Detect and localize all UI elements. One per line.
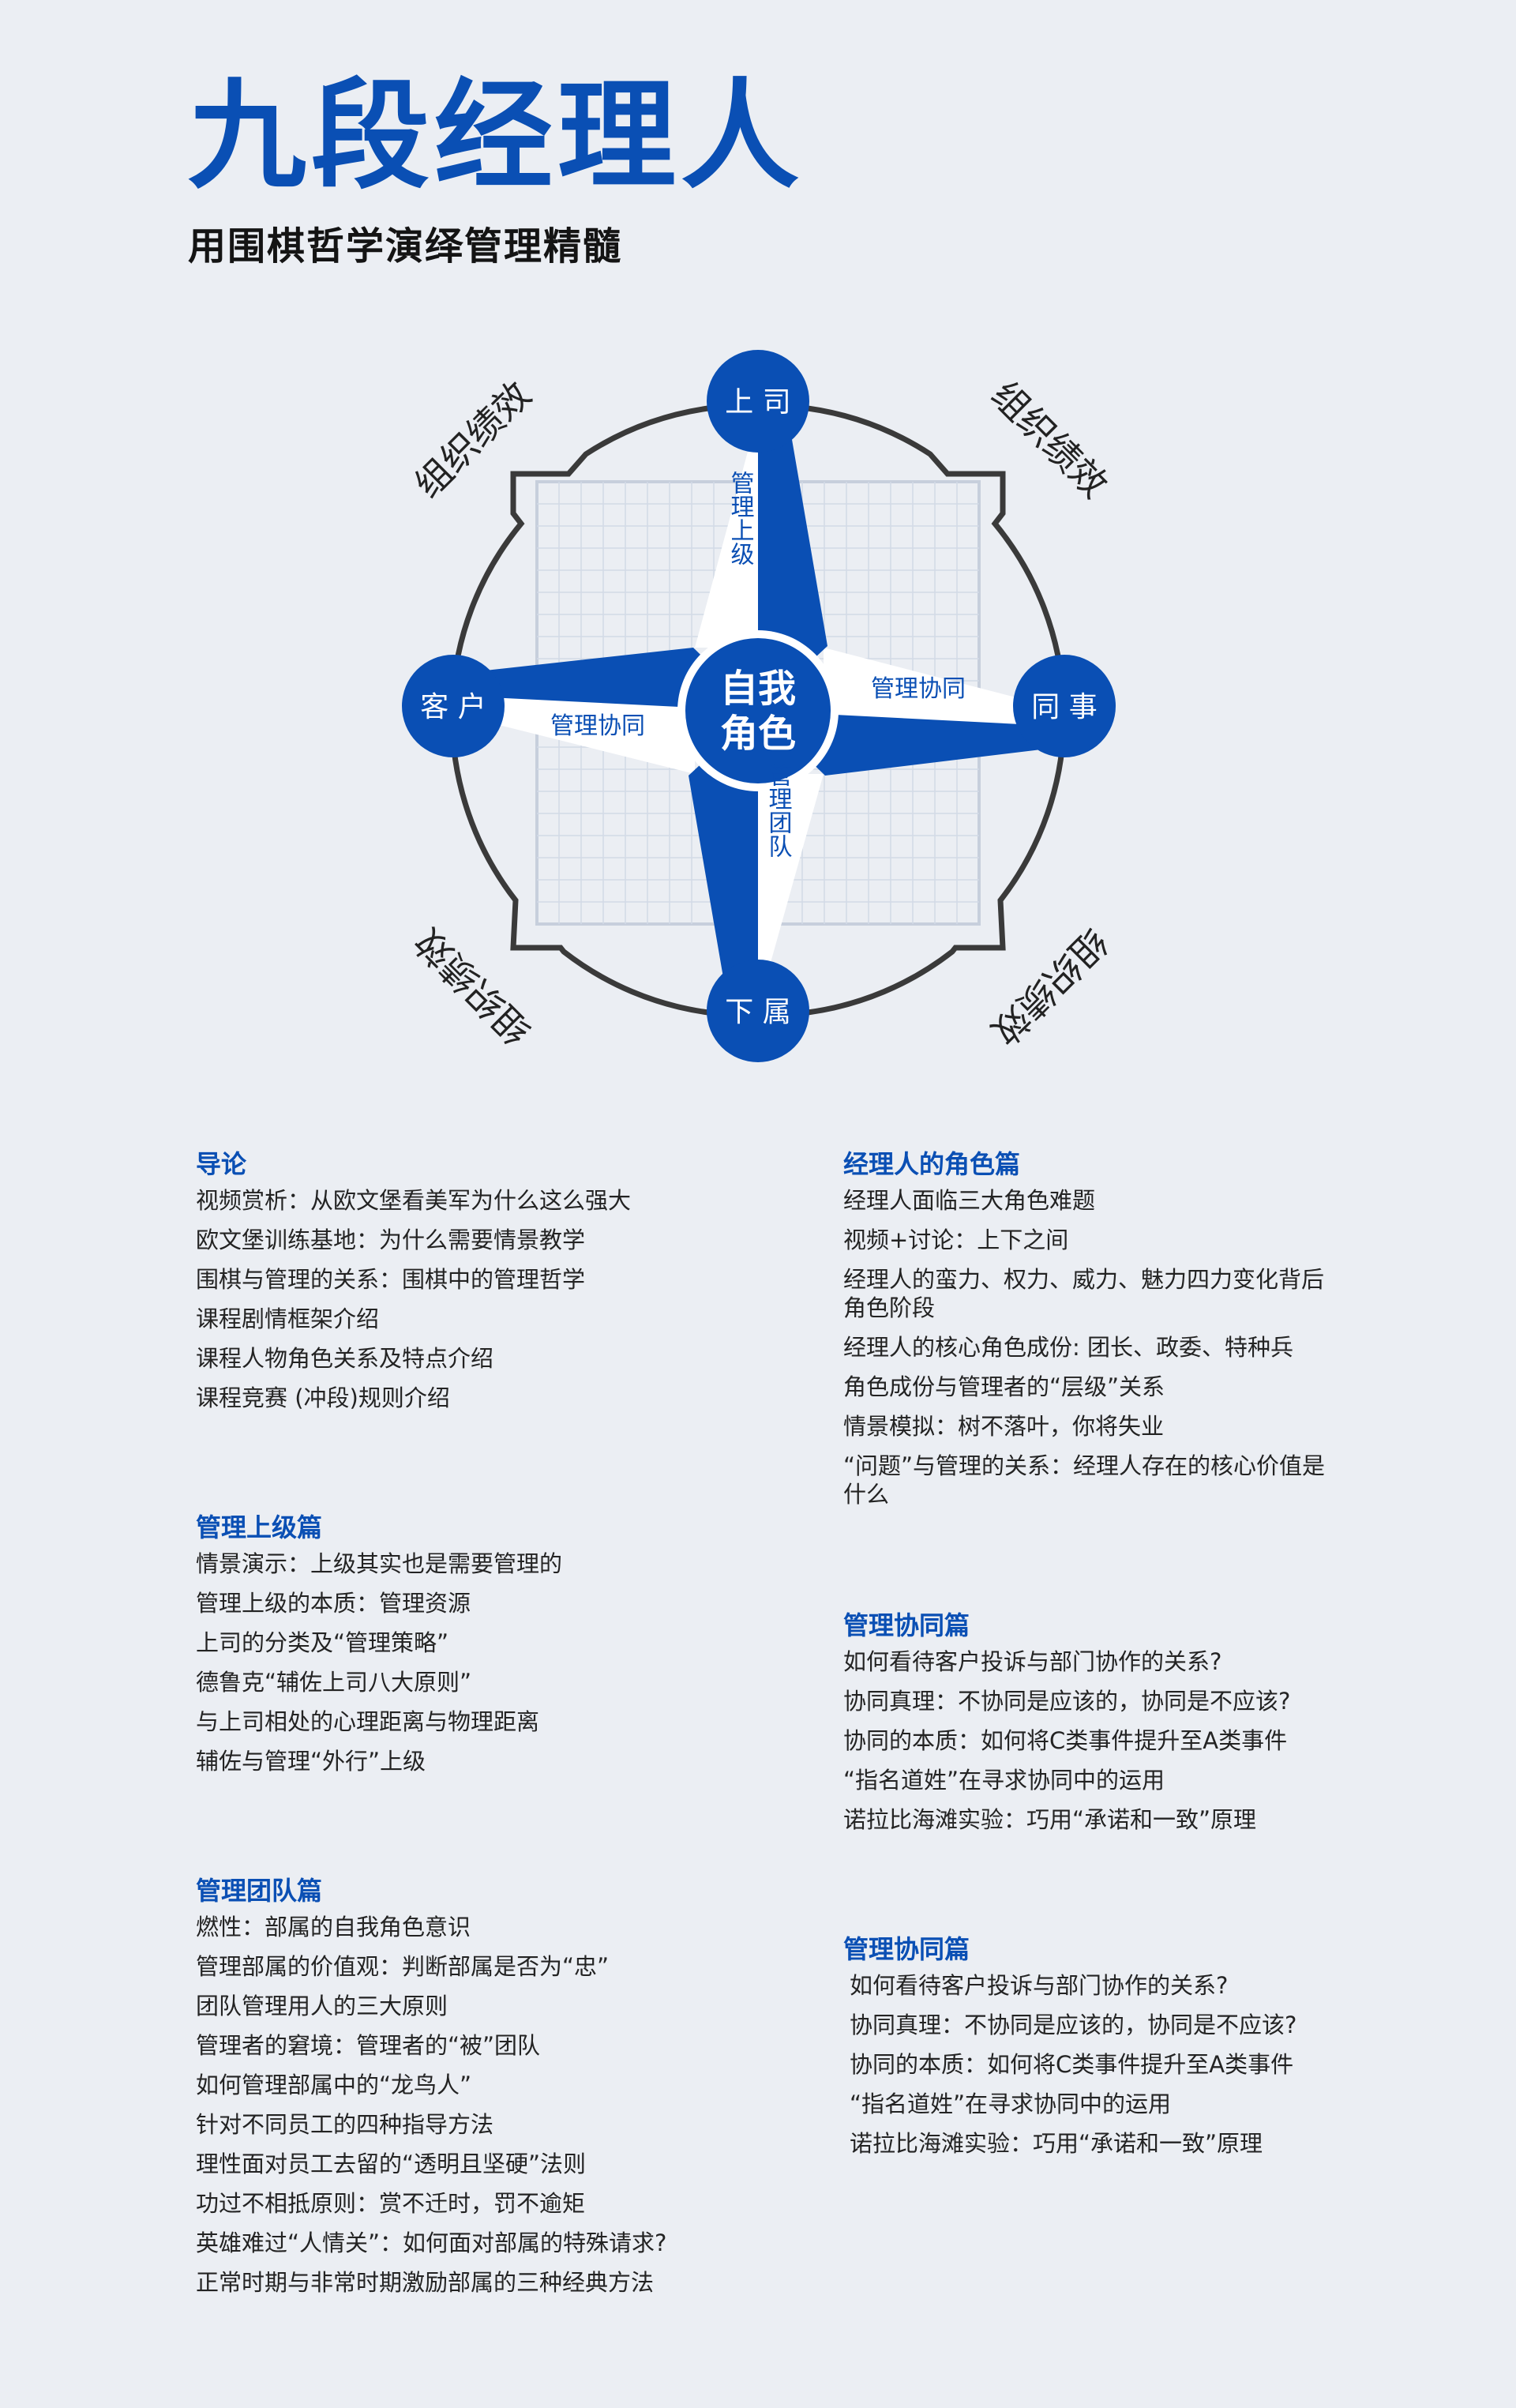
section-managing-up: 管理上级篇 情景演示：上级其实也是需要管理的 管理上级的本质：管理资源 上司的分…: [196, 1510, 701, 1786]
section-title: 管理协同篇: [843, 1610, 970, 1640]
list-item: 上司的分类及“管理策略”: [196, 1629, 449, 1656]
list-item: 诺拉比海滩实验：巧用“承诺和一致”原理: [843, 1806, 1257, 1833]
corner-label-tl: 组织绩效: [407, 374, 539, 506]
page-subtitle: 用围棋哲学演绎管理精髓: [188, 224, 623, 269]
node-subordinate-label: 下 属: [725, 996, 790, 1028]
section-intro: 导论 视频赏析：从欧文堡看美军为什么这么强大 欧文堡训练基地：为什么需要情景教学…: [196, 1147, 701, 1423]
section-list: 视频赏析：从欧文堡看美军为什么这么强大 欧文堡训练基地：为什么需要情景教学 围棋…: [196, 1186, 701, 1412]
list-item: 经理人的核心角色成份: 团长、政委、特种兵: [843, 1334, 1293, 1361]
list-item: 如何管理部属中的“龙鸟人”: [196, 2072, 472, 2098]
section-list: 燃性：部属的自我角色意识 管理部属的价值观：判断部属是否为“忠” 团队管理用人的…: [196, 1913, 701, 2297]
section-collaboration-2: 管理协同篇 如何看待客户投诉与部门协作的关系? 协同真理：不协同是应该的，协同是…: [843, 1932, 1349, 2169]
list-item: 正常时期与非常时期激励部属的三种经典方法: [196, 2269, 655, 2296]
section-collaboration: 管理协同篇 如何看待客户投诉与部门协作的关系? 协同真理：不协同是应该的，协同是…: [843, 1608, 1349, 1845]
list-item: “问题”与管理的关系：经理人存在的核心价值是什么: [843, 1452, 1326, 1508]
list-item: 情景模拟：树不落叶，你将失业: [843, 1413, 1165, 1440]
node-customer[interactable]: [402, 655, 505, 757]
section-title: 导论: [196, 1149, 247, 1179]
section-managing-team: 管理团队篇 燃性：部属的自我角色意识 管理部属的价值观：判断部属是否为“忠” 团…: [196, 1873, 701, 2308]
section-manager-role: 经理人的角色篇 经理人面临三大角色难题 视频+讨论：上下之间 经理人的蛮力、权力…: [843, 1147, 1333, 1520]
list-item: “指名道姓”在寻求协同中的运用: [843, 1767, 1165, 1794]
list-item: 视频+讨论：上下之间: [843, 1227, 1069, 1253]
list-item: 燃性：部属的自我角色意识: [196, 1914, 471, 1940]
section-list: 如何看待客户投诉与部门协作的关系? 协同真理：不协同是应该的，协同是不应该? 协…: [843, 1971, 1349, 2158]
list-item: 如何看待客户投诉与部门协作的关系?: [843, 1648, 1222, 1675]
node-colleague[interactable]: [1013, 655, 1116, 757]
list-item: 角色成份与管理者的“层级”关系: [843, 1373, 1165, 1400]
arm-bottom-label: 管理团队: [764, 763, 792, 858]
list-item: 与上司相处的心理距离与物理距离: [196, 1708, 540, 1735]
node-superior[interactable]: [707, 350, 809, 453]
arm-left-label: 管理协同: [550, 712, 645, 740]
center-label-2: 角色: [720, 712, 796, 756]
list-item: 课程人物角色关系及特点介绍: [196, 1345, 494, 1372]
section-title: 管理上级篇: [196, 1512, 323, 1542]
list-item: 团队管理用人的三大原则: [196, 1993, 448, 2019]
arm-right-label: 管理协同: [871, 675, 966, 703]
center-circle: [685, 638, 831, 783]
section-title: 管理团队篇: [196, 1876, 323, 1906]
list-item: 辅佐与管理“外行”上级: [196, 1748, 426, 1775]
list-item: 诺拉比海滩实验：巧用“承诺和一致”原理: [850, 2130, 1263, 2157]
list-item: 英雄难过“人情关”：如何面对部属的特殊请求?: [196, 2230, 667, 2256]
list-item: 课程剧情框架介绍: [196, 1305, 380, 1332]
section-title: 管理协同篇: [843, 1934, 970, 1964]
node-colleague-label: 同 事: [1031, 691, 1097, 723]
list-item: “指名道姓”在寻求协同中的运用: [850, 2091, 1172, 2117]
list-item: 德鲁克“辅佐上司八大原则”: [196, 1669, 472, 1696]
list-item: 管理者的窘境：管理者的“被”团队: [196, 2032, 541, 2059]
list-item: 协同的本质：如何将C类事件提升至A类事件: [850, 2051, 1294, 2078]
section-list: 如何看待客户投诉与部门协作的关系? 协同真理：不协同是应该的，协同是不应该? 协…: [843, 1647, 1349, 1834]
list-item: 经理人的蛮力、权力、威力、魅力四力变化背后角色阶段: [843, 1266, 1325, 1321]
list-item: 针对不同员工的四种指导方法: [196, 2111, 494, 2138]
list-item: 理性面对员工去留的“透明且坚硬”法则: [196, 2151, 587, 2177]
list-item: 如何看待客户投诉与部门协作的关系?: [850, 1972, 1229, 1999]
list-item: 课程竞赛 (冲段)规则介绍: [196, 1384, 450, 1411]
center-label-1: 自我: [720, 667, 796, 711]
list-item: 管理上级的本质：管理资源: [196, 1590, 471, 1617]
node-customer-label: 客 户: [420, 691, 486, 723]
corner-label-bl: 组织绩效: [407, 920, 539, 1053]
list-item: 协同的本质：如何将C类事件提升至A类事件: [843, 1727, 1288, 1754]
arm-top-label: 管理上级: [726, 471, 755, 565]
section-title: 经理人的角色篇: [843, 1149, 1021, 1179]
page-title: 九段经理人: [188, 68, 805, 205]
list-item: 协同真理：不协同是应该的，协同是不应该?: [843, 1688, 1291, 1715]
node-superior-label: 上 司: [725, 386, 790, 419]
list-item: 管理部属的价值观：判断部属是否为“忠”: [196, 1953, 610, 1980]
list-item: 协同真理：不协同是应该的，协同是不应该?: [850, 2012, 1297, 2038]
list-item: 情景演示：上级其实也是需要管理的: [196, 1550, 563, 1577]
node-subordinate[interactable]: [707, 960, 809, 1062]
list-item: 视频赏析：从欧文堡看美军为什么这么强大: [196, 1187, 632, 1214]
section-list: 经理人面临三大角色难题 视频+讨论：上下之间 经理人的蛮力、权力、威力、魅力四力…: [843, 1186, 1333, 1508]
list-item: 围棋与管理的关系：围棋中的管理哲学: [196, 1266, 586, 1293]
role-diagram: 自我 角色 上 司 下 属 客 户 同 事 管理上级 管理团队 管理协同 管理协…: [402, 350, 1116, 1062]
list-item: 功过不相抵原则：赏不迁时，罚不逾矩: [196, 2190, 586, 2217]
section-list: 情景演示：上级其实也是需要管理的 管理上级的本质：管理资源 上司的分类及“管理策…: [196, 1550, 701, 1775]
list-item: 经理人面临三大角色难题: [843, 1187, 1096, 1214]
list-item: 欧文堡训练基地：为什么需要情景教学: [196, 1227, 586, 1253]
